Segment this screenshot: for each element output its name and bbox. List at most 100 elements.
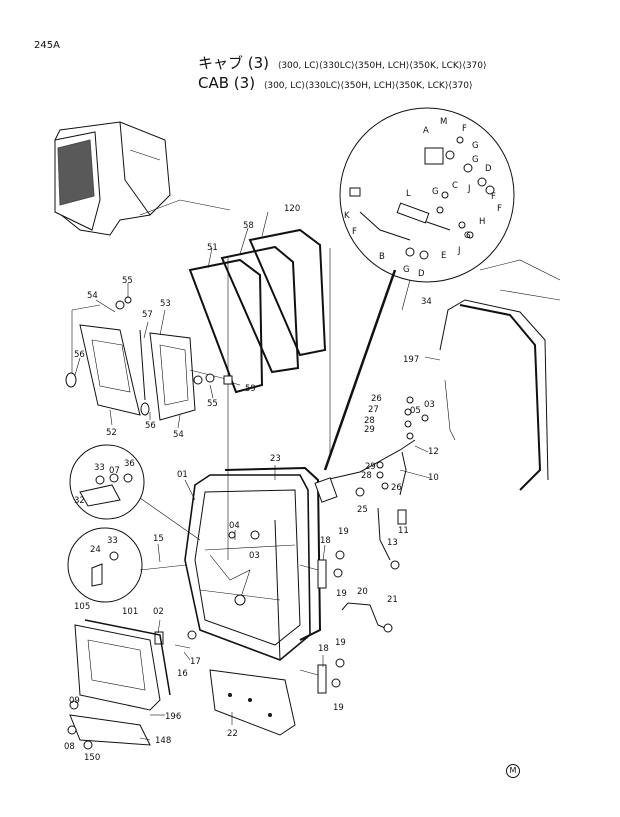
part-label: 54: [87, 291, 98, 301]
part-label: 27: [368, 405, 379, 415]
part-label: 03: [249, 551, 260, 561]
part-label: E: [441, 251, 446, 261]
part-label: G: [472, 155, 479, 165]
part-label: 16: [177, 669, 188, 679]
title-en-text: CAB (3): [198, 74, 256, 92]
part-label: 02: [153, 607, 164, 617]
part-label: 32: [74, 496, 85, 506]
part-label: 34: [421, 297, 432, 307]
part-label: 11: [398, 526, 409, 536]
part-label: 105: [74, 602, 90, 612]
part-label: F: [462, 124, 467, 134]
part-label: C: [452, 181, 458, 191]
model-list-jp: ⟨300, LC⟩⟨330LC⟩⟨350H, LCH⟩⟨350K, LCK⟩⟨3…: [277, 61, 487, 71]
part-label: 22: [227, 729, 238, 739]
side-glass-assembly: [65, 296, 233, 421]
part-label: M: [440, 117, 447, 127]
part-label: 120: [284, 204, 300, 214]
part-label: 05: [410, 406, 421, 416]
part-label: 07: [109, 466, 120, 476]
part-label: 36: [124, 459, 135, 469]
part-label: 12: [428, 447, 439, 457]
part-label: J: [457, 246, 461, 256]
part-label: 15: [153, 534, 164, 544]
part-label: 09: [69, 696, 80, 706]
part-label: F: [497, 204, 502, 214]
part-label: 29: [364, 425, 375, 435]
part-label: 29: [365, 462, 376, 472]
part-label: 21: [387, 595, 398, 605]
part-label: 58: [243, 221, 254, 231]
part-label: 57: [142, 310, 153, 320]
part-label: 33: [94, 463, 105, 473]
manufacturer-mark: M: [506, 764, 520, 778]
leader-lines: [74, 279, 441, 741]
part-label: G: [464, 231, 471, 241]
part-label: 08: [64, 742, 75, 752]
part-label: 03: [424, 400, 435, 410]
part-label: 04: [229, 521, 240, 531]
part-label: 28: [364, 416, 375, 426]
part-label: 19: [338, 527, 349, 537]
part-label: 13: [387, 538, 398, 548]
part-label: 23: [270, 454, 281, 464]
part-label: 26: [371, 394, 382, 404]
window-seals: [188, 211, 331, 560]
page-title-english: CAB (3) ⟨300, LC⟩⟨330LC⟩⟨350H, LCH⟩⟨350K…: [198, 74, 473, 92]
part-label: 18: [320, 536, 331, 546]
part-label: 10: [428, 473, 439, 483]
part-label: 19: [333, 703, 344, 713]
part-label: F: [352, 227, 357, 237]
part-label: G: [403, 265, 410, 275]
page-title-japanese: キャブ (3) ⟨300, LC⟩⟨330LC⟩⟨350H, LCH⟩⟨350K…: [198, 52, 487, 73]
part-label: 56: [74, 350, 85, 360]
part-label: 26: [391, 483, 402, 493]
part-label: 55: [207, 399, 218, 409]
part-label: G: [432, 187, 439, 197]
part-label: 150: [84, 753, 100, 763]
part-label: 20: [357, 587, 368, 597]
part-label: 197: [403, 355, 419, 365]
part-label: 51: [207, 243, 218, 253]
part-label: 59: [245, 384, 256, 394]
part-label: J: [467, 184, 471, 194]
part-label: 01: [177, 470, 188, 480]
part-label: 148: [155, 736, 171, 746]
latch-rod-assembly: [314, 396, 429, 570]
part-label: A: [423, 126, 429, 136]
lower-glass-assembly: [67, 619, 296, 750]
part-label: G: [472, 141, 479, 151]
part-label: F: [491, 192, 496, 202]
part-label: 19: [335, 638, 346, 648]
part-label: D: [485, 164, 492, 174]
part-label: 54: [173, 430, 184, 440]
part-label: B: [379, 252, 385, 262]
lock-mechanism-detail: [323, 107, 515, 471]
hinge-hardware: [299, 550, 393, 694]
part-label: K: [344, 211, 350, 221]
part-label: 52: [106, 428, 117, 438]
title-jp-text: キャブ (3): [198, 54, 270, 72]
part-label: H: [479, 217, 485, 227]
part-label: L: [406, 189, 411, 199]
part-label: 33: [107, 536, 118, 546]
page-code: 245A: [34, 40, 60, 51]
part-label: 101: [122, 607, 138, 617]
part-label: 55: [122, 276, 133, 286]
right-door-frame: [439, 259, 561, 491]
model-list-en: ⟨300, LC⟩⟨330LC⟩⟨350H, LCH⟩⟨350K, LCK⟩⟨3…: [263, 81, 473, 91]
part-label: 19: [336, 589, 347, 599]
part-label: 24: [90, 545, 101, 555]
part-label: 56: [145, 421, 156, 431]
part-label: 196: [165, 712, 181, 722]
part-label: 18: [318, 644, 329, 654]
part-label: D: [418, 269, 425, 279]
part-labels: 120 58 51 55 54 53 57 56 59 55 52 56 54 …: [64, 117, 502, 763]
door-assembly: [154, 466, 322, 661]
part-label: 17: [190, 657, 201, 667]
part-label: 25: [357, 505, 368, 515]
part-label: 53: [160, 299, 171, 309]
part-label: 28: [361, 471, 372, 481]
callout-details: [67, 444, 201, 603]
